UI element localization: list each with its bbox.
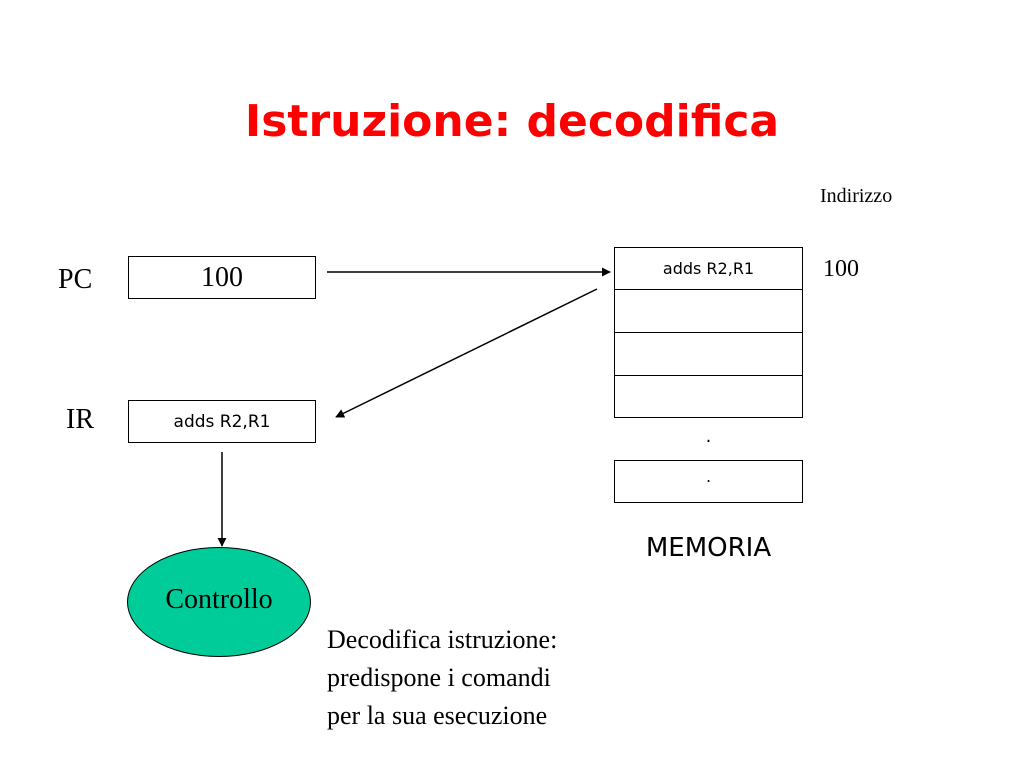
pc-label: PC: [58, 264, 93, 295]
description-line: predispone i comandi: [327, 663, 551, 692]
memory-cell: [614, 375, 803, 418]
description-line: Decodifica istruzione:: [327, 625, 558, 654]
address-header: Indirizzo: [820, 185, 893, 207]
pc-value: 100: [201, 261, 243, 293]
control-label: Controllo: [165, 584, 273, 615]
control-unit: Controllo: [127, 547, 311, 657]
pc-register: 100: [128, 256, 316, 299]
ir-label: IR: [66, 404, 94, 435]
memory-cell: adds R2,R1: [614, 247, 803, 290]
description-line: per la sua esecuzione: [327, 701, 548, 730]
ir-value: adds R2,R1: [173, 411, 271, 432]
ir-register: adds R2,R1: [128, 400, 316, 443]
description: Decodifica istruzione: predispone i coma…: [327, 621, 557, 735]
memory-last-cell: .: [614, 460, 803, 503]
memory-cell: [614, 289, 803, 333]
memory-to-ir-arrow: [335, 288, 598, 418]
memory-ellipsis: .: [705, 426, 712, 447]
memory-address: 100: [823, 256, 859, 282]
slide-title: Istruzione: decodifica: [244, 96, 780, 147]
memory-cell: [614, 332, 803, 376]
memory-label: MEMORIA: [645, 533, 772, 563]
